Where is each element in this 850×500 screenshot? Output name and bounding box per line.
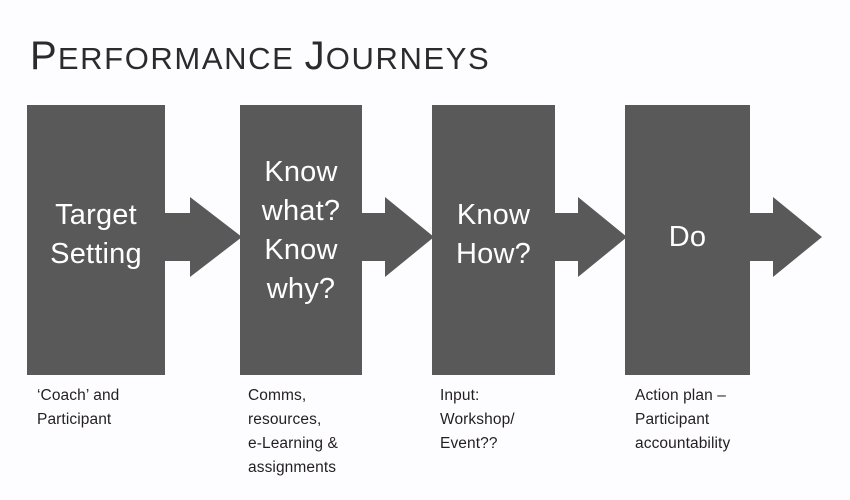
right-arrow-icon — [748, 197, 822, 277]
title-word1-rest: ERFORMANCE — [57, 41, 295, 76]
stage-label-target-setting: Target Setting — [50, 199, 142, 270]
title-word2-rest: OURNEYS — [325, 41, 491, 76]
stage-box-do[interactable]: Do — [625, 105, 750, 375]
stage-label-know-what-know-why: Know what? Know why? — [261, 156, 341, 305]
page-title: PERFORMANCE JOURNEYS — [30, 33, 490, 82]
stage-label-do: Do — [668, 220, 707, 253]
right-arrow-icon — [360, 197, 434, 277]
stage-caption-know-what-know-why: Comms, resources, e-Learning & assignmen… — [248, 387, 338, 476]
title-word2-cap: J — [304, 34, 326, 78]
stage-box-know-how[interactable]: Know How? — [432, 105, 555, 375]
stage-label-know-how: Know How? — [456, 199, 531, 270]
stage-caption-know-how: Input: Workshop/ Event?? — [440, 387, 515, 452]
title-space — [294, 41, 304, 76]
stage-caption-target-setting: ‘Coach’ and Participant — [37, 387, 120, 428]
stage-box-know-what-know-why[interactable]: Know what? Know why? — [240, 105, 362, 375]
right-arrow-icon — [163, 197, 242, 277]
stage-box-target-setting[interactable]: Target Setting — [27, 105, 165, 375]
title-word1-cap: P — [30, 34, 58, 78]
stage-caption-do: Action plan – Participant accountability — [635, 387, 731, 452]
right-arrow-icon — [553, 197, 627, 277]
